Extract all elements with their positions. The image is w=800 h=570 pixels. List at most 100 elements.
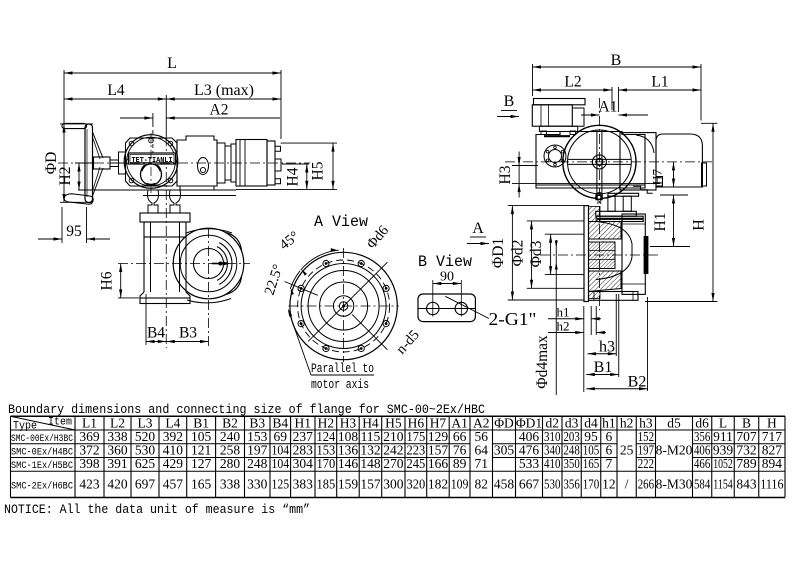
- svg-text:148: 148: [360, 456, 381, 471]
- svg-text:530: 530: [135, 443, 156, 458]
- svg-text:136: 136: [338, 443, 359, 458]
- svg-text:245: 245: [407, 456, 426, 471]
- svg-text:248: 248: [564, 443, 580, 458]
- svg-text:125: 125: [272, 477, 290, 492]
- svg-text:Boundary dimensions and connec: Boundary dimensions and connecting size …: [8, 402, 485, 417]
- svg-text:827: 827: [762, 443, 783, 458]
- svg-text:258: 258: [220, 443, 241, 458]
- svg-text:466: 466: [694, 456, 710, 471]
- svg-text:392: 392: [163, 429, 183, 444]
- svg-text:H2: H2: [57, 167, 74, 186]
- svg-text:129: 129: [428, 429, 449, 444]
- svg-text:h2: h2: [620, 416, 634, 431]
- svg-text:153: 153: [247, 429, 268, 444]
- svg-text:Item: Item: [48, 417, 72, 429]
- svg-text:132: 132: [360, 443, 380, 458]
- svg-text:911: 911: [713, 429, 733, 444]
- svg-text:707: 707: [736, 429, 757, 444]
- svg-text:d4: d4: [584, 416, 598, 431]
- svg-text:H7: H7: [430, 416, 447, 431]
- svg-text:H6: H6: [99, 271, 116, 290]
- svg-text:H3: H3: [497, 165, 514, 184]
- svg-text:h3: h3: [639, 416, 653, 431]
- svg-text:TET-TIANLI: TET-TIANLI: [132, 157, 173, 165]
- svg-text:6: 6: [606, 429, 613, 444]
- svg-text:SMC-1Ex/H5BC: SMC-1Ex/H5BC: [11, 460, 73, 472]
- svg-text:429: 429: [163, 456, 184, 471]
- svg-text:ΦD: ΦD: [494, 416, 514, 431]
- svg-text:625: 625: [135, 456, 156, 471]
- svg-text:d2: d2: [546, 416, 560, 431]
- svg-text:330: 330: [247, 477, 268, 492]
- svg-text:240: 240: [220, 429, 241, 444]
- svg-text:108: 108: [338, 429, 359, 444]
- svg-text:L1: L1: [82, 416, 97, 431]
- svg-text:SMC-00Ex/H3BC: SMC-00Ex/H3BC: [11, 433, 73, 445]
- svg-text:Type: Type: [13, 420, 37, 432]
- svg-text:A1: A1: [451, 416, 468, 431]
- svg-text:1052: 1052: [713, 456, 733, 471]
- svg-text:105: 105: [191, 429, 212, 444]
- svg-text:L4: L4: [165, 416, 180, 431]
- svg-text:A: A: [472, 220, 484, 237]
- svg-text:89: 89: [453, 456, 467, 471]
- svg-text:175: 175: [407, 429, 426, 444]
- svg-text:157: 157: [428, 443, 449, 458]
- svg-text:420: 420: [107, 477, 128, 492]
- svg-text:B1: B1: [594, 359, 613, 376]
- svg-text:300: 300: [383, 477, 404, 492]
- svg-text:90: 90: [440, 270, 454, 285]
- svg-text:h1: h1: [602, 416, 616, 431]
- svg-text:369: 369: [79, 429, 100, 444]
- svg-text:406: 406: [519, 429, 540, 444]
- svg-text:165: 165: [583, 456, 600, 471]
- svg-text:/: /: [625, 477, 629, 492]
- svg-text:406: 406: [694, 443, 710, 458]
- svg-text:ΦD1: ΦD1: [516, 416, 542, 431]
- svg-text:533: 533: [519, 456, 540, 471]
- svg-text:170: 170: [317, 456, 336, 471]
- svg-text:ΦD1: ΦD1: [490, 238, 507, 268]
- svg-text:6: 6: [606, 443, 613, 458]
- svg-text:B2: B2: [222, 416, 238, 431]
- svg-text:L3 (max): L3 (max): [194, 82, 254, 99]
- svg-text:789: 789: [736, 456, 757, 471]
- svg-text:223: 223: [407, 443, 426, 458]
- svg-text:H4: H4: [285, 167, 302, 186]
- svg-text:157: 157: [360, 477, 381, 492]
- svg-text:A1: A1: [599, 99, 618, 116]
- svg-text:843: 843: [736, 477, 757, 492]
- svg-text:B1: B1: [193, 416, 209, 431]
- svg-text:383: 383: [293, 477, 314, 492]
- svg-text:B3: B3: [179, 325, 197, 342]
- svg-text:H2: H2: [318, 416, 335, 431]
- svg-text:939: 939: [713, 443, 734, 458]
- svg-text:305: 305: [494, 443, 515, 458]
- svg-text:7: 7: [606, 456, 613, 471]
- svg-text:242: 242: [383, 443, 403, 458]
- svg-text:159: 159: [338, 477, 359, 492]
- svg-text:270: 270: [383, 456, 404, 471]
- svg-text:360: 360: [107, 443, 128, 458]
- svg-text:95: 95: [584, 429, 598, 444]
- svg-text:1154: 1154: [713, 477, 733, 492]
- svg-text:457: 457: [163, 477, 184, 492]
- svg-text:L2: L2: [564, 74, 581, 91]
- svg-text:248: 248: [247, 456, 268, 471]
- svg-text:H5: H5: [385, 416, 402, 431]
- svg-text:104: 104: [272, 456, 290, 471]
- svg-text:motor axis: motor axis: [311, 378, 369, 392]
- svg-text:182: 182: [428, 477, 448, 492]
- svg-text:391: 391: [107, 456, 127, 471]
- svg-text:109: 109: [451, 477, 469, 492]
- svg-text:B: B: [742, 416, 751, 431]
- svg-text:8-M20: 8-M20: [656, 443, 693, 458]
- svg-text:121: 121: [191, 443, 211, 458]
- svg-text:d3: d3: [565, 416, 579, 431]
- svg-text:423: 423: [79, 477, 100, 492]
- svg-text:25: 25: [620, 443, 634, 458]
- svg-text:185: 185: [317, 477, 336, 492]
- svg-text:152: 152: [638, 429, 654, 444]
- svg-text:B3: B3: [249, 416, 265, 431]
- svg-text:L: L: [167, 55, 177, 72]
